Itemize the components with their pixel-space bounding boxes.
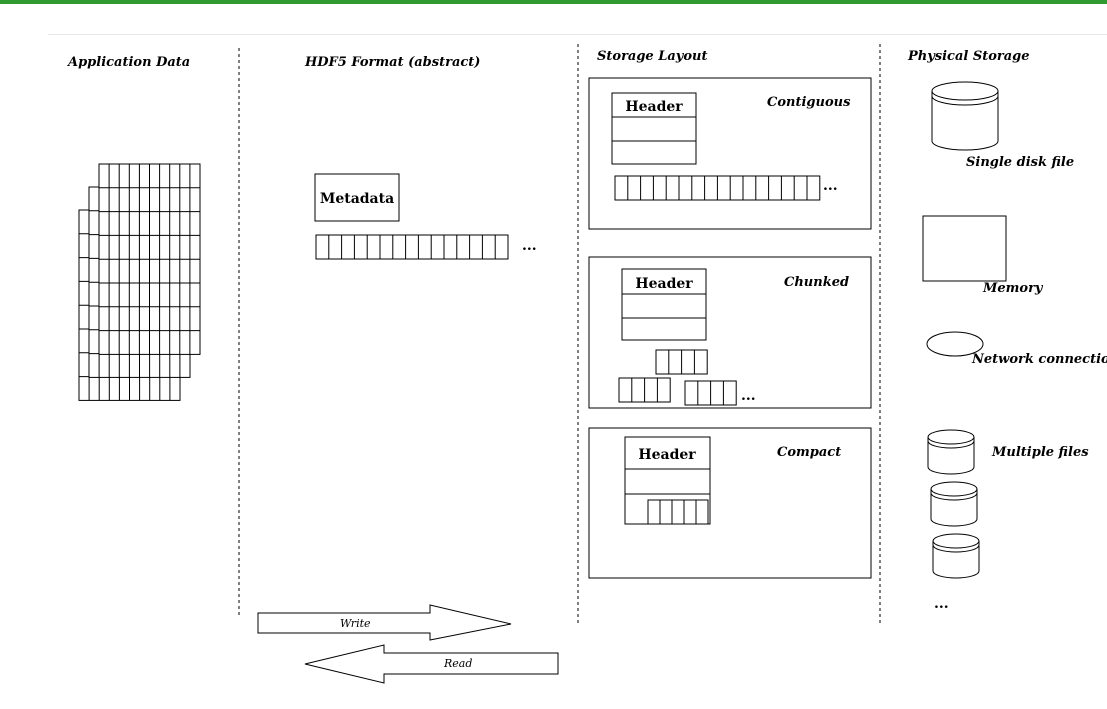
compact-strip-cells xyxy=(647,499,709,525)
write-label: Write xyxy=(340,617,371,630)
header-rule xyxy=(48,34,1107,35)
write-arrow xyxy=(257,604,512,641)
metadata-label: Metadata xyxy=(320,191,394,207)
chunked-chunks xyxy=(618,349,737,406)
file-cylinder xyxy=(927,437,975,475)
network-connection-label: Network connection xyxy=(971,352,1107,367)
hdf5-strip-cells xyxy=(315,234,509,260)
hdf5-ellipsis: ... xyxy=(522,238,537,254)
heading-application-data: Application Data xyxy=(66,55,190,70)
chunked-header-box xyxy=(621,268,707,341)
chunked-header-label: Header xyxy=(635,276,693,292)
memory-box xyxy=(922,215,1007,282)
compact-data-strip xyxy=(647,499,709,525)
multiple-files-icon xyxy=(927,429,980,579)
disk-icon xyxy=(931,81,999,151)
contiguous-header-label: Header xyxy=(625,99,683,115)
hdf5-data-strip xyxy=(315,234,509,260)
physical-ellipsis: ... xyxy=(934,596,949,612)
contiguous-data-strip xyxy=(614,175,821,201)
chunked-title: Chunked xyxy=(784,275,849,290)
network-icon xyxy=(926,331,984,357)
read-arrow xyxy=(304,644,559,684)
contiguous-header-box xyxy=(611,92,697,165)
read-label: Read xyxy=(443,657,472,670)
file-cylinder xyxy=(930,489,978,527)
application-data-stack xyxy=(78,163,201,401)
memory-label: Memory xyxy=(982,281,1044,296)
single-disk-file-label: Single disk file xyxy=(966,155,1074,170)
compact-title: Compact xyxy=(777,445,841,460)
compact-header-label: Header xyxy=(638,447,696,463)
multiple-files-label: Multiple files xyxy=(991,445,1089,460)
chunked-ellipsis: ... xyxy=(741,388,756,404)
heading-physical-storage: Physical Storage xyxy=(907,49,1030,64)
heading-storage-layout: Storage Layout xyxy=(597,49,707,64)
file-cylinder xyxy=(932,541,980,579)
contiguous-title: Contiguous xyxy=(767,95,851,110)
metadata-box xyxy=(314,173,400,222)
heading-hdf5-format: HDF5 Format (abstract) xyxy=(304,55,480,70)
contiguous-ellipsis: ... xyxy=(823,178,838,194)
top-accent-bar xyxy=(0,0,1107,4)
